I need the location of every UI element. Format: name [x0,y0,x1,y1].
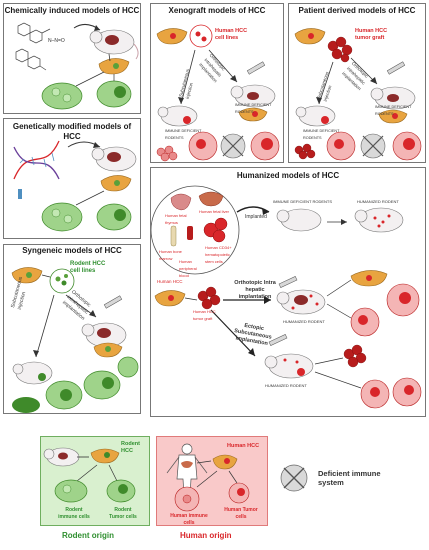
syngeneic-illustration [11,267,139,413]
panel-humanized: Humanized models of HCC [150,167,426,417]
label-humanized-rodent-2: HUMANIZED RODENT [283,319,325,324]
label-humanized-rodent: HUMANIZED RODENT [357,199,399,204]
label-human-immune: Human immune cells [170,513,208,526]
label-bone-marrow: Human bone marrow [159,249,182,261]
legend-human-origin: Human HCC Human immune cells Human Tumor… [156,436,268,526]
panel-genetically-modified: Genetically modified models of HCC [3,118,141,239]
humanized-illustration [151,185,422,409]
panel-title: Xenograft models of HCC [168,6,266,15]
panel-title: Syngeneic models of HCC [22,246,122,255]
label-rodent-hcc: Rodent HCC [121,441,140,454]
svg-text:N–N=O: N–N=O [48,38,65,44]
rodent-legend-illustration [43,447,136,503]
label-tumor-graft: Human HCC tumor graft [193,309,216,321]
label-human-tumor: Human Tumor cells [224,507,258,520]
label-peripheral-blood: Human peripheral blood [179,259,197,278]
panel-xenograft: Xenograft models of HCC Human HCC cell l… [150,3,284,163]
legend-rodent-origin: Rodent HCC Rodent immune cells Rodent Tu… [40,436,150,526]
label-fetal-thymus: Human fetal thymus [165,213,187,225]
label-rodent-immune: Rodent immune cells [58,507,90,520]
pdx-illustration [294,28,422,161]
label-human-cell-lines: Human HCC cell lines [215,28,248,41]
human-legend-illustration [166,443,250,512]
label-rodent-tumor: Rodent Tumor cells [109,507,137,520]
panel-title: Chemically induced models of HCC [4,6,140,15]
label-tumor-graft: Human HCC tumor graft [355,28,388,41]
label-rodent-left: IMMUNE DEFICIENT RODENTS [303,129,340,140]
label-human-hcc: Human HCC [157,279,183,284]
label-rodent-right: IMMUNE DEFICIENT RODENTS [375,105,412,116]
chemical-illustration: N–N=O [15,22,139,110]
label-rodent-right: IMMUNE DEFICIENT RODENTS [235,103,272,114]
panel-chemically-induced: Chemically induced models of HCC N–N=O [3,3,141,114]
label-rodent-left: IMMUNE DEFICIENT RODENTS [165,129,202,140]
label-implanted: Implanted [245,214,267,220]
legend-rodent-caption: Rodent origin [62,531,114,540]
label-fetal-liver: Human fetal liver [199,209,230,214]
label-deficient-immune: Deficient immune system [318,469,381,487]
label-orthotopic: Orthotopic Intra hepatic implantation [234,280,276,300]
label-humanized-rodent-3: HUMANIZED RODENT [265,383,307,388]
panel-title: Humanized models of HCC [236,171,340,180]
panel-syngeneic: Syngeneic models of HCC Rodent HCC cell … [3,244,141,414]
label-human-hcc: Human HCC [227,443,260,449]
label-cd34: Human CD34+ hematopoietic stem cells [205,245,232,264]
label-immune-deficient: IMMUNE DEFICIENT RODENTS [273,199,333,204]
panel-title: Patient derived models of HCC [298,6,416,15]
xenograft-illustration [156,24,280,162]
legend-human-caption: Human origin [180,531,232,540]
label-rodent-cell-lines: Rodent HCC cell lines [70,261,106,274]
genetic-illustration [13,140,137,232]
panel-title: Genetically modified models of HCC [12,122,132,141]
panel-patient-derived: Patient derived models of HCC Human HCC … [288,3,426,163]
